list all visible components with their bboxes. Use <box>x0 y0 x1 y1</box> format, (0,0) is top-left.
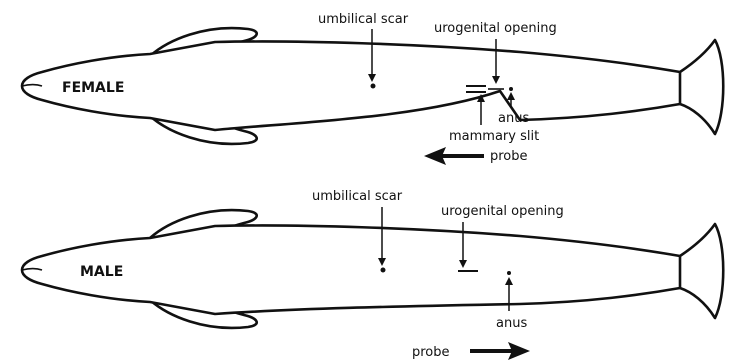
male-tail-fluke <box>680 224 723 318</box>
male-dolphin <box>22 210 723 328</box>
male-umbilical-scar-dot <box>381 268 386 273</box>
female-tail-fluke <box>680 40 723 134</box>
male-sex-label: MALE <box>80 264 123 280</box>
male-probe-arrow <box>470 342 530 360</box>
male-umbilical-scar-label: umbilical scar <box>312 189 403 204</box>
male-probe-label: probe <box>412 345 450 360</box>
female-umbilical-scar-dot <box>371 84 376 89</box>
female-sex-label: FEMALE <box>62 80 124 96</box>
male-anus-dot <box>507 271 511 275</box>
female-probe-arrow <box>424 147 484 165</box>
female-anus-label: anus <box>498 111 529 126</box>
female-anus-dot <box>509 87 513 91</box>
male-urogenital-opening-label: urogenital opening <box>441 204 564 219</box>
female-probe-label: probe <box>490 149 528 164</box>
male-anus-label: anus <box>496 316 527 331</box>
female-mammary-slit-label: mammary slit <box>449 129 539 144</box>
female-umbilical-scar-label: umbilical scar <box>318 12 409 27</box>
female-urogenital-opening-label: urogenital opening <box>434 21 557 36</box>
